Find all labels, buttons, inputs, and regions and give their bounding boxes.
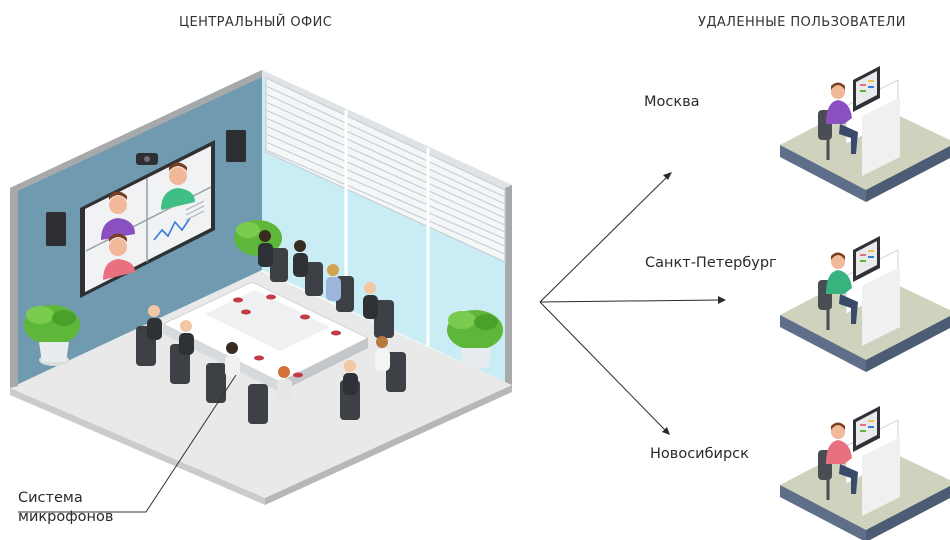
- screen-chart-icon: [153, 200, 205, 241]
- remote-workstation: [780, 66, 950, 202]
- office-header: ЦЕНТРАЛЬНЫЙ ОФИС: [179, 15, 333, 30]
- mic-system-label: Система микрофонов: [18, 489, 113, 527]
- video-screen: [80, 140, 215, 298]
- table-microphones: [233, 294, 341, 378]
- plant-left: [24, 305, 80, 366]
- screen-participant: [101, 191, 135, 240]
- remote-workstation: [780, 236, 950, 372]
- mic-label-line1: Система: [18, 490, 83, 506]
- remote-header: УДАЛЕННЫЕ ПОЛЬЗОВАТЕЛИ: [698, 15, 906, 30]
- connection-arrows: [539, 172, 726, 435]
- city-label-spb: Санкт-Петербург: [645, 255, 777, 271]
- speaker-right: [226, 130, 246, 162]
- city-label-moscow: Москва: [644, 94, 700, 110]
- screen-participant: [161, 162, 195, 210]
- conference-room: [10, 70, 512, 505]
- city-label-novosibirsk: Новосибирск: [650, 446, 749, 462]
- remote-workstation: [780, 406, 950, 540]
- mic-label-line2: микрофонов: [18, 509, 114, 525]
- office-participants: [147, 230, 390, 401]
- plant-right: [447, 310, 503, 368]
- speaker-left: [46, 212, 66, 246]
- mic-pointer-line: [18, 374, 237, 513]
- window-blinds: [265, 77, 506, 263]
- screen-participant: [103, 233, 135, 280]
